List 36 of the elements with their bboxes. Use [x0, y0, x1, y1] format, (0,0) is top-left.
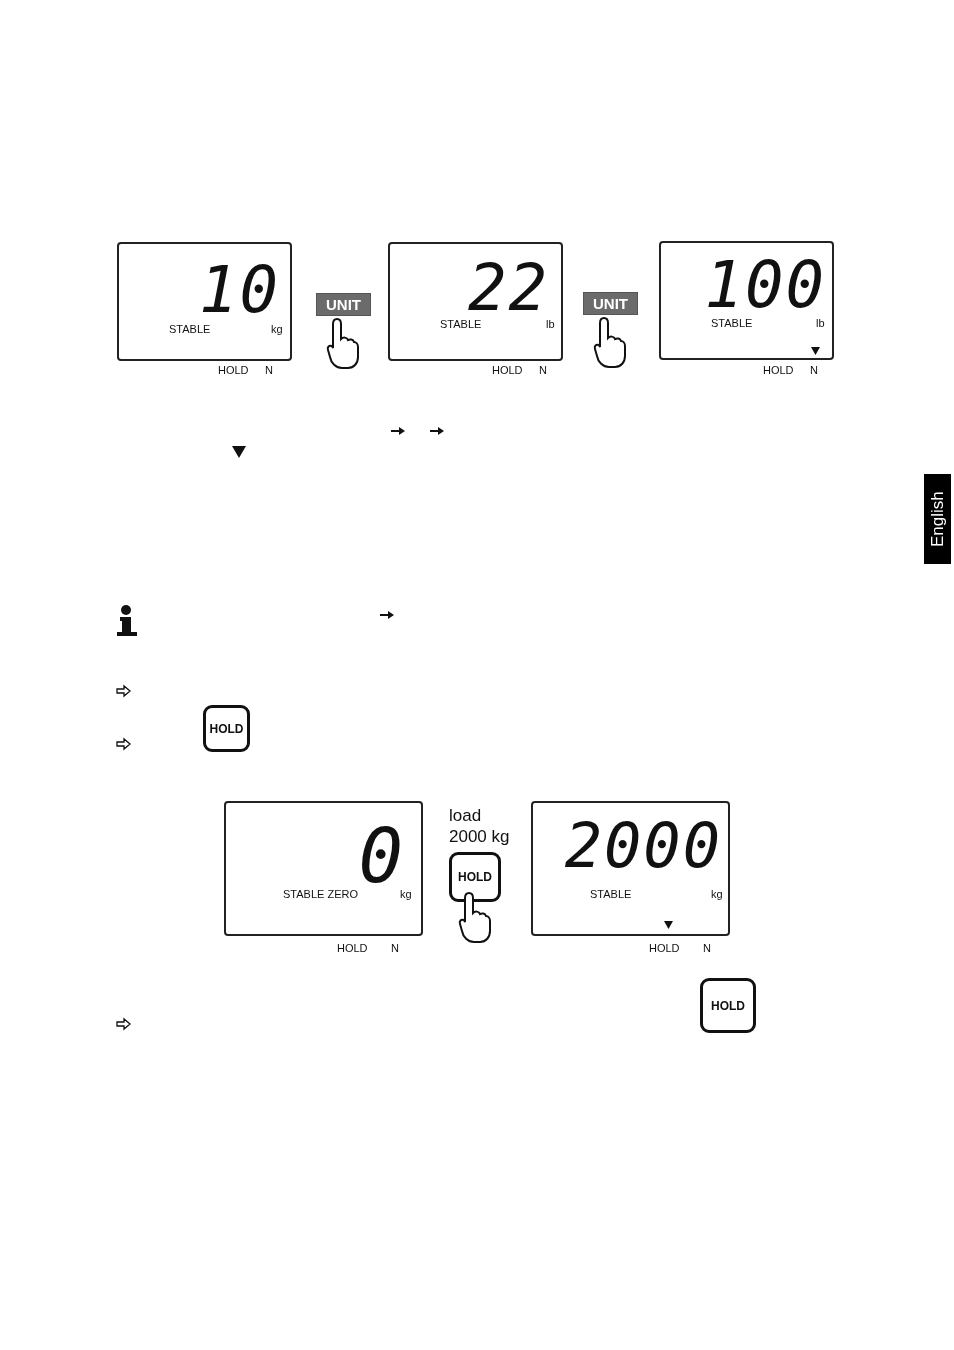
unit-label: lb [816, 318, 825, 329]
unit-key: UNIT [316, 293, 371, 316]
indicator-label: N [810, 365, 818, 376]
indicator-label: HOLD [337, 943, 368, 954]
unit-key: UNIT [583, 292, 638, 315]
status-label: STABLE [711, 318, 753, 329]
indicator-label: HOLD [218, 365, 249, 376]
lcd-display [117, 242, 292, 361]
hold-key: HOLD [449, 852, 501, 902]
indicator-label: HOLD [649, 943, 680, 954]
lcd-display [659, 241, 834, 360]
indicator-label: N [539, 365, 547, 376]
lcd-display [224, 801, 423, 936]
reading-digits: 22 [467, 256, 549, 320]
lcd-display [388, 242, 563, 361]
status-label: STABLE [440, 319, 482, 330]
indicator-label: N [265, 365, 273, 376]
hold-key: HOLD [203, 705, 250, 752]
unit-label: kg [711, 889, 723, 900]
unit-label: kg [271, 324, 283, 335]
hold-key: HOLD [700, 978, 756, 1033]
indicator-label: N [391, 943, 399, 954]
caption-text: load 2000 kg [449, 805, 511, 847]
status-label: STABLE ZERO [283, 889, 358, 900]
reading-digits: 100 [704, 253, 826, 317]
unit-label: kg [400, 889, 412, 900]
indicator-label: HOLD [763, 365, 794, 376]
status-label: STABLE [169, 324, 211, 335]
reading-digits: 2000 [564, 815, 722, 877]
language-tab: English [924, 474, 951, 564]
status-label: STABLE [590, 889, 632, 900]
unit-label: lb [546, 319, 555, 330]
lcd-display [531, 801, 730, 936]
indicator-label: N [703, 943, 711, 954]
indicator-label: HOLD [492, 365, 523, 376]
reading-digits: 10 [198, 258, 280, 322]
